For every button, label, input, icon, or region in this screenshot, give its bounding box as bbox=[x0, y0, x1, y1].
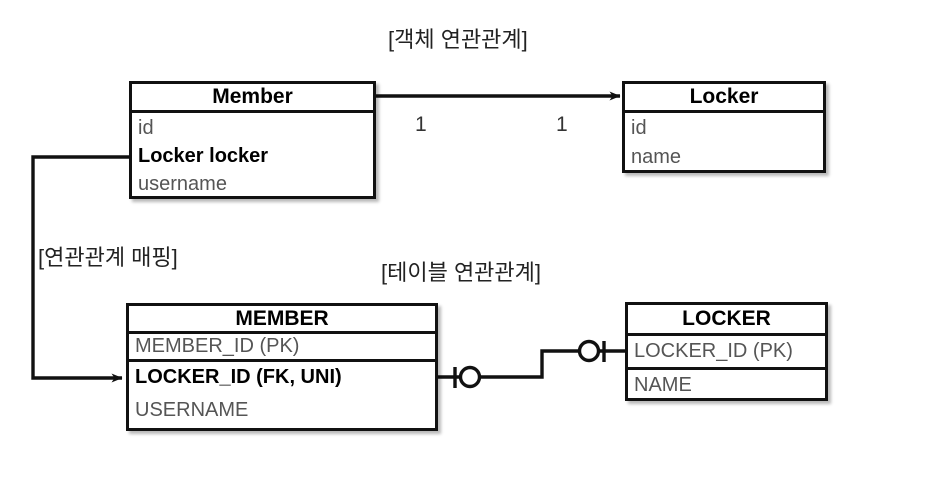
multiplicity-member-side: 1 bbox=[415, 113, 427, 136]
table-box-locker: LOCKER LOCKER_ID (PK) NAME bbox=[625, 302, 828, 401]
entity-field: id bbox=[631, 117, 647, 139]
relation-right-zero-circle bbox=[577, 339, 601, 363]
entity-field: id bbox=[138, 116, 154, 139]
entity-field-list-locker: id name bbox=[625, 113, 823, 173]
table-column: LOCKER_ID (FK, UNI) bbox=[135, 365, 342, 388]
relation-left-zero-circle bbox=[458, 365, 482, 389]
mapping-line-member bbox=[31, 155, 129, 383]
table-title-member: MEMBER bbox=[129, 306, 435, 334]
entity-field-list-member: id Locker locker username bbox=[132, 113, 373, 199]
entity-box-member: Member id Locker locker username bbox=[129, 81, 376, 199]
caption-table-association: [테이블 연관관계] bbox=[381, 260, 542, 285]
table-column: LOCKER_ID (PK) bbox=[628, 336, 825, 370]
table-box-member: MEMBER MEMBER_ID (PK) LOCKER_ID (FK, UNI… bbox=[126, 303, 438, 431]
entity-title-locker: Locker bbox=[625, 84, 823, 113]
entity-field: username bbox=[138, 172, 227, 195]
table-column: MEMBER_ID (PK) bbox=[129, 334, 435, 362]
entity-box-locker: Locker id name bbox=[622, 81, 826, 173]
table-column-list-member: MEMBER_ID (PK) LOCKER_ID (FK, UNI) USERN… bbox=[129, 334, 435, 431]
table-column: USERNAME bbox=[135, 398, 249, 421]
table-column-list-locker: LOCKER_ID (PK) NAME bbox=[628, 336, 825, 401]
entity-field: Locker locker bbox=[138, 144, 269, 167]
table-title-locker: LOCKER bbox=[628, 305, 825, 336]
table-column: NAME bbox=[634, 374, 692, 396]
multiplicity-locker-side: 1 bbox=[556, 113, 568, 136]
caption-association-mapping: [연관관계 매핑] bbox=[38, 245, 178, 270]
entity-field: name bbox=[631, 146, 682, 168]
entity-title-member: Member bbox=[132, 84, 373, 113]
caption-object-association: [객체 연관관계] bbox=[388, 27, 528, 52]
